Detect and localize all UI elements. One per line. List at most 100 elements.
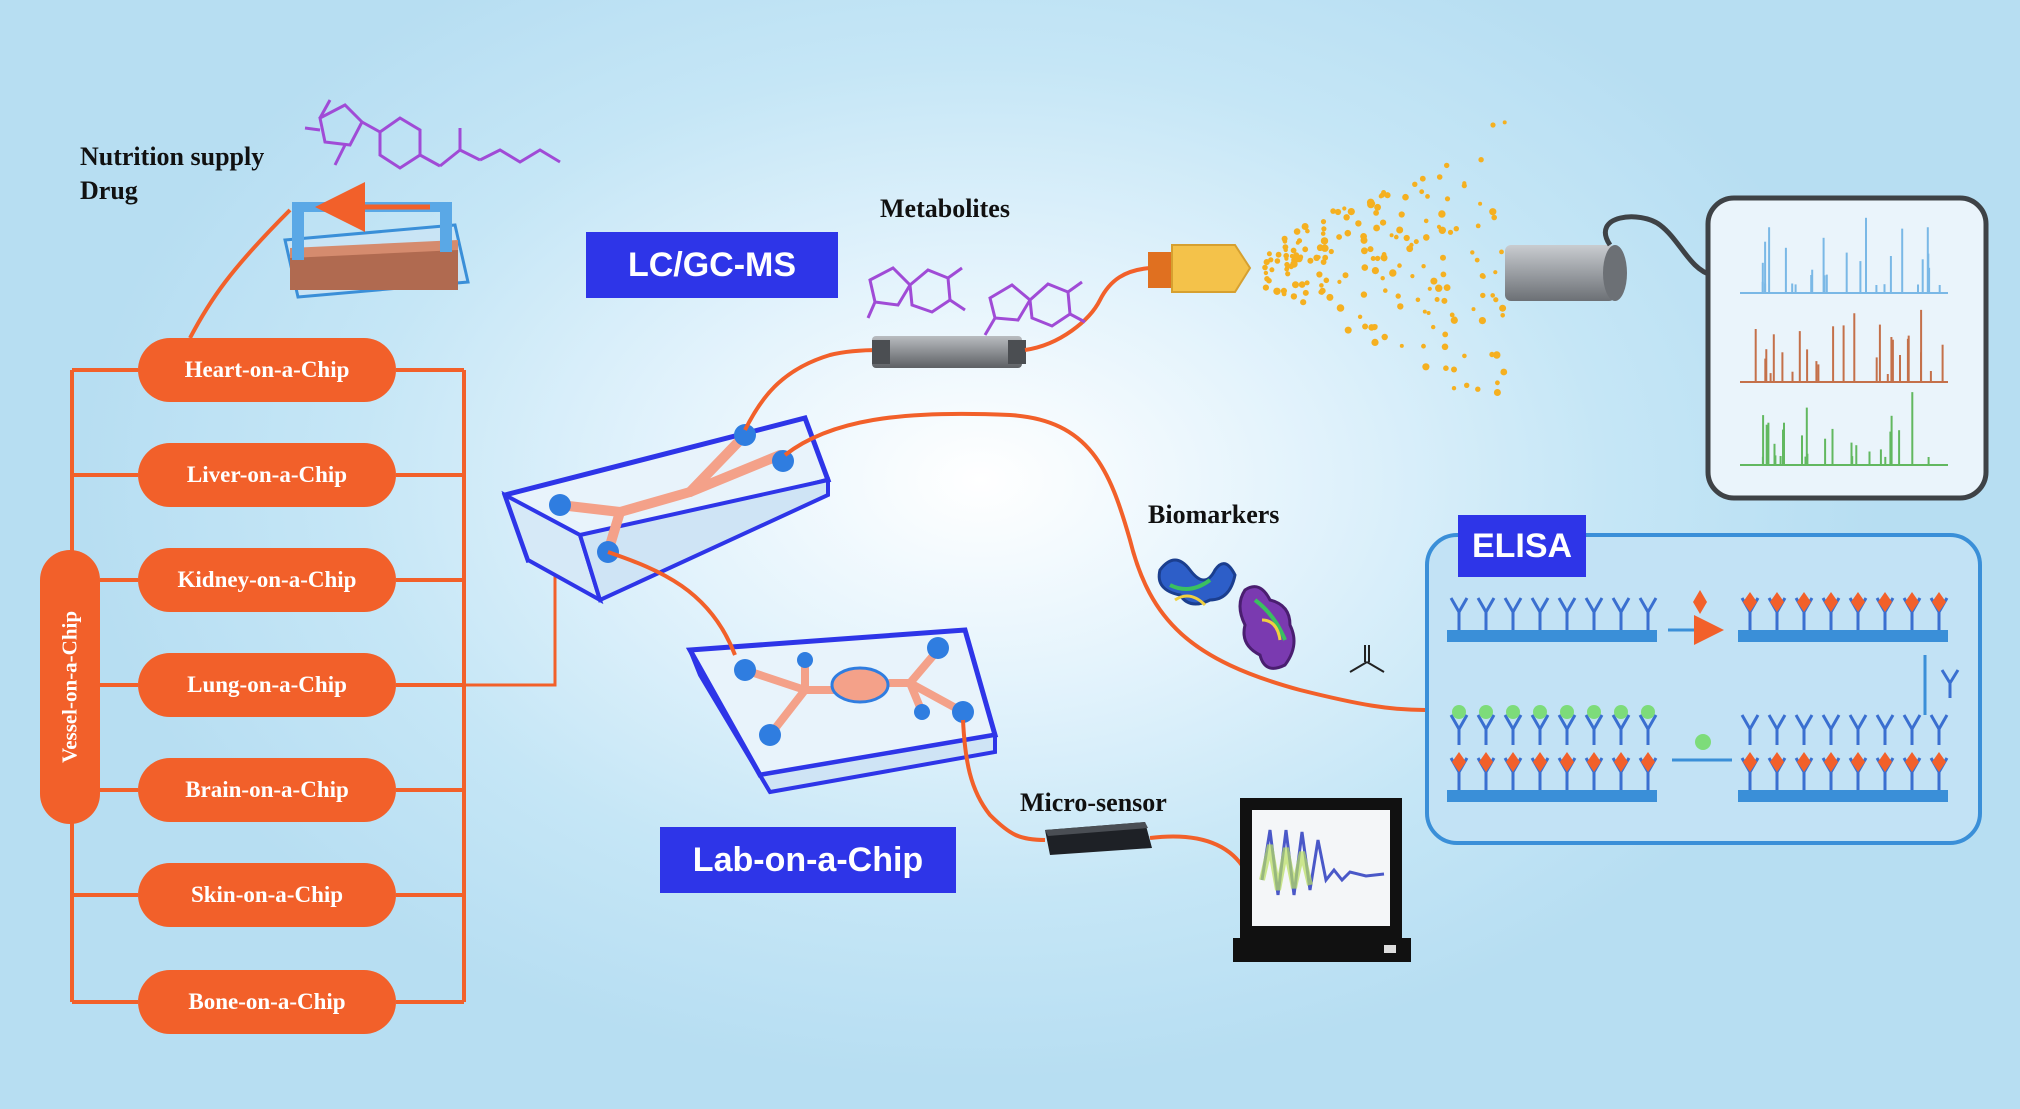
ion-source bbox=[1148, 244, 1252, 293]
spray-particle bbox=[1493, 270, 1498, 275]
spray-particle bbox=[1475, 223, 1481, 229]
spray-particle bbox=[1480, 292, 1486, 299]
spray-particle bbox=[1321, 226, 1327, 232]
spray-particle bbox=[1319, 283, 1324, 288]
spray-particle bbox=[1290, 247, 1297, 254]
antibody-mark bbox=[1557, 597, 1577, 630]
spray-particle bbox=[1499, 249, 1504, 255]
urea-molecule-icon bbox=[1349, 645, 1385, 673]
spray-particle bbox=[1378, 194, 1384, 199]
spray-particle bbox=[1453, 226, 1460, 232]
organ-pill-lung: Lung-on-a-Chip bbox=[138, 653, 396, 717]
antigen-mark bbox=[1770, 592, 1784, 612]
spray-particle bbox=[1373, 324, 1378, 329]
vessel-on-a-chip-label: Vessel-on-a-Chip bbox=[57, 610, 82, 764]
spray-particle bbox=[1342, 272, 1349, 279]
detection-antibody-mark bbox=[1557, 714, 1577, 745]
spray-particle bbox=[1275, 251, 1282, 258]
chip-to-labchip-line bbox=[607, 550, 737, 656]
spray-particle bbox=[1307, 257, 1314, 264]
spray-particle bbox=[1489, 208, 1497, 216]
spray-particle bbox=[1296, 238, 1303, 244]
spray-particle bbox=[1462, 353, 1467, 359]
nutrition-supply-label: Nutrition supply bbox=[80, 142, 265, 171]
substrate-mark bbox=[1560, 705, 1574, 719]
monitor-icon bbox=[1233, 798, 1411, 962]
spray-particle bbox=[1361, 247, 1368, 255]
spray-particle bbox=[1326, 293, 1334, 301]
drug-label: Drug bbox=[80, 176, 138, 205]
elisa-panel bbox=[1425, 533, 1982, 845]
antigen-mark bbox=[1743, 592, 1757, 612]
detection-antibody-mark bbox=[1638, 714, 1658, 745]
spray-particle bbox=[1395, 293, 1401, 299]
spray-particle bbox=[1493, 389, 1501, 396]
antibody-mark bbox=[1638, 597, 1658, 630]
spray-particle bbox=[1422, 363, 1430, 371]
spray-particle bbox=[1440, 254, 1446, 261]
spray-particle bbox=[1443, 284, 1451, 291]
detection-antibody-mark bbox=[1611, 714, 1631, 745]
spray-particle bbox=[1282, 239, 1288, 244]
spray-particle bbox=[1323, 277, 1330, 284]
elisa-label: ELISA bbox=[1458, 515, 1586, 577]
spray-particle bbox=[1368, 324, 1375, 331]
spray-particle bbox=[1478, 317, 1486, 325]
spray-particle bbox=[1402, 193, 1409, 201]
spray-particle bbox=[1435, 284, 1443, 292]
detection-antibody-mark bbox=[1740, 714, 1760, 745]
spray-particle bbox=[1319, 287, 1326, 294]
spray-particle bbox=[1293, 252, 1300, 258]
spray-particle bbox=[1316, 271, 1323, 278]
spray-particle bbox=[1426, 311, 1431, 315]
spray-particle bbox=[1344, 326, 1352, 334]
spray-particle bbox=[1293, 228, 1301, 235]
spray-particle bbox=[1320, 259, 1327, 265]
lab-on-a-chip-label: Lab-on-a-Chip bbox=[660, 827, 956, 893]
spray-particle bbox=[1384, 192, 1391, 199]
heart-to-reservoir-line bbox=[188, 208, 292, 339]
spray-particle bbox=[1434, 297, 1440, 302]
antigen-mark bbox=[1932, 592, 1946, 612]
spray-particle bbox=[1343, 214, 1350, 221]
spray-particle bbox=[1431, 324, 1436, 330]
spray-particle bbox=[1440, 271, 1447, 278]
spray-particle bbox=[1357, 314, 1363, 319]
spray-particle bbox=[1344, 229, 1352, 237]
antibody-mark bbox=[1584, 597, 1604, 630]
spray-particle bbox=[1362, 323, 1369, 330]
spray-particle bbox=[1419, 189, 1425, 195]
spray-particle bbox=[1436, 174, 1443, 180]
spray-particle bbox=[1398, 211, 1405, 218]
spray-particle bbox=[1301, 223, 1309, 230]
spray-particle bbox=[1302, 289, 1309, 296]
spray-particle bbox=[1490, 122, 1496, 128]
spray-particle bbox=[1423, 234, 1430, 241]
antigen-mark bbox=[1878, 592, 1892, 612]
spray-particle bbox=[1366, 198, 1375, 207]
spray-particle bbox=[1380, 219, 1387, 226]
spray-particle bbox=[1396, 226, 1404, 234]
spray-particle bbox=[1321, 244, 1329, 252]
spray-particle bbox=[1304, 280, 1310, 286]
substrate-mark bbox=[1452, 705, 1466, 719]
spray-particle bbox=[1273, 287, 1281, 295]
detection-antibody-mark bbox=[1875, 714, 1895, 745]
spray-particle bbox=[1374, 255, 1381, 262]
spray-particle bbox=[1370, 256, 1376, 261]
spray-particle bbox=[1425, 194, 1430, 199]
spray-particle bbox=[1334, 208, 1342, 216]
spray-particle bbox=[1478, 201, 1483, 206]
detection-antibody-mark bbox=[1848, 714, 1868, 745]
spray-particle bbox=[1330, 208, 1336, 214]
detection-antibody-mark bbox=[1449, 714, 1469, 745]
spray-particle bbox=[1262, 264, 1268, 271]
spray-particle bbox=[1470, 250, 1475, 255]
spray-particle bbox=[1422, 309, 1427, 314]
spray-particle bbox=[1438, 226, 1447, 234]
spray-particle bbox=[1298, 254, 1304, 260]
substrate-mark bbox=[1533, 705, 1547, 719]
chip-to-column-line bbox=[743, 348, 881, 431]
antigen-mark bbox=[1533, 752, 1547, 772]
spray-particle bbox=[1281, 291, 1287, 297]
